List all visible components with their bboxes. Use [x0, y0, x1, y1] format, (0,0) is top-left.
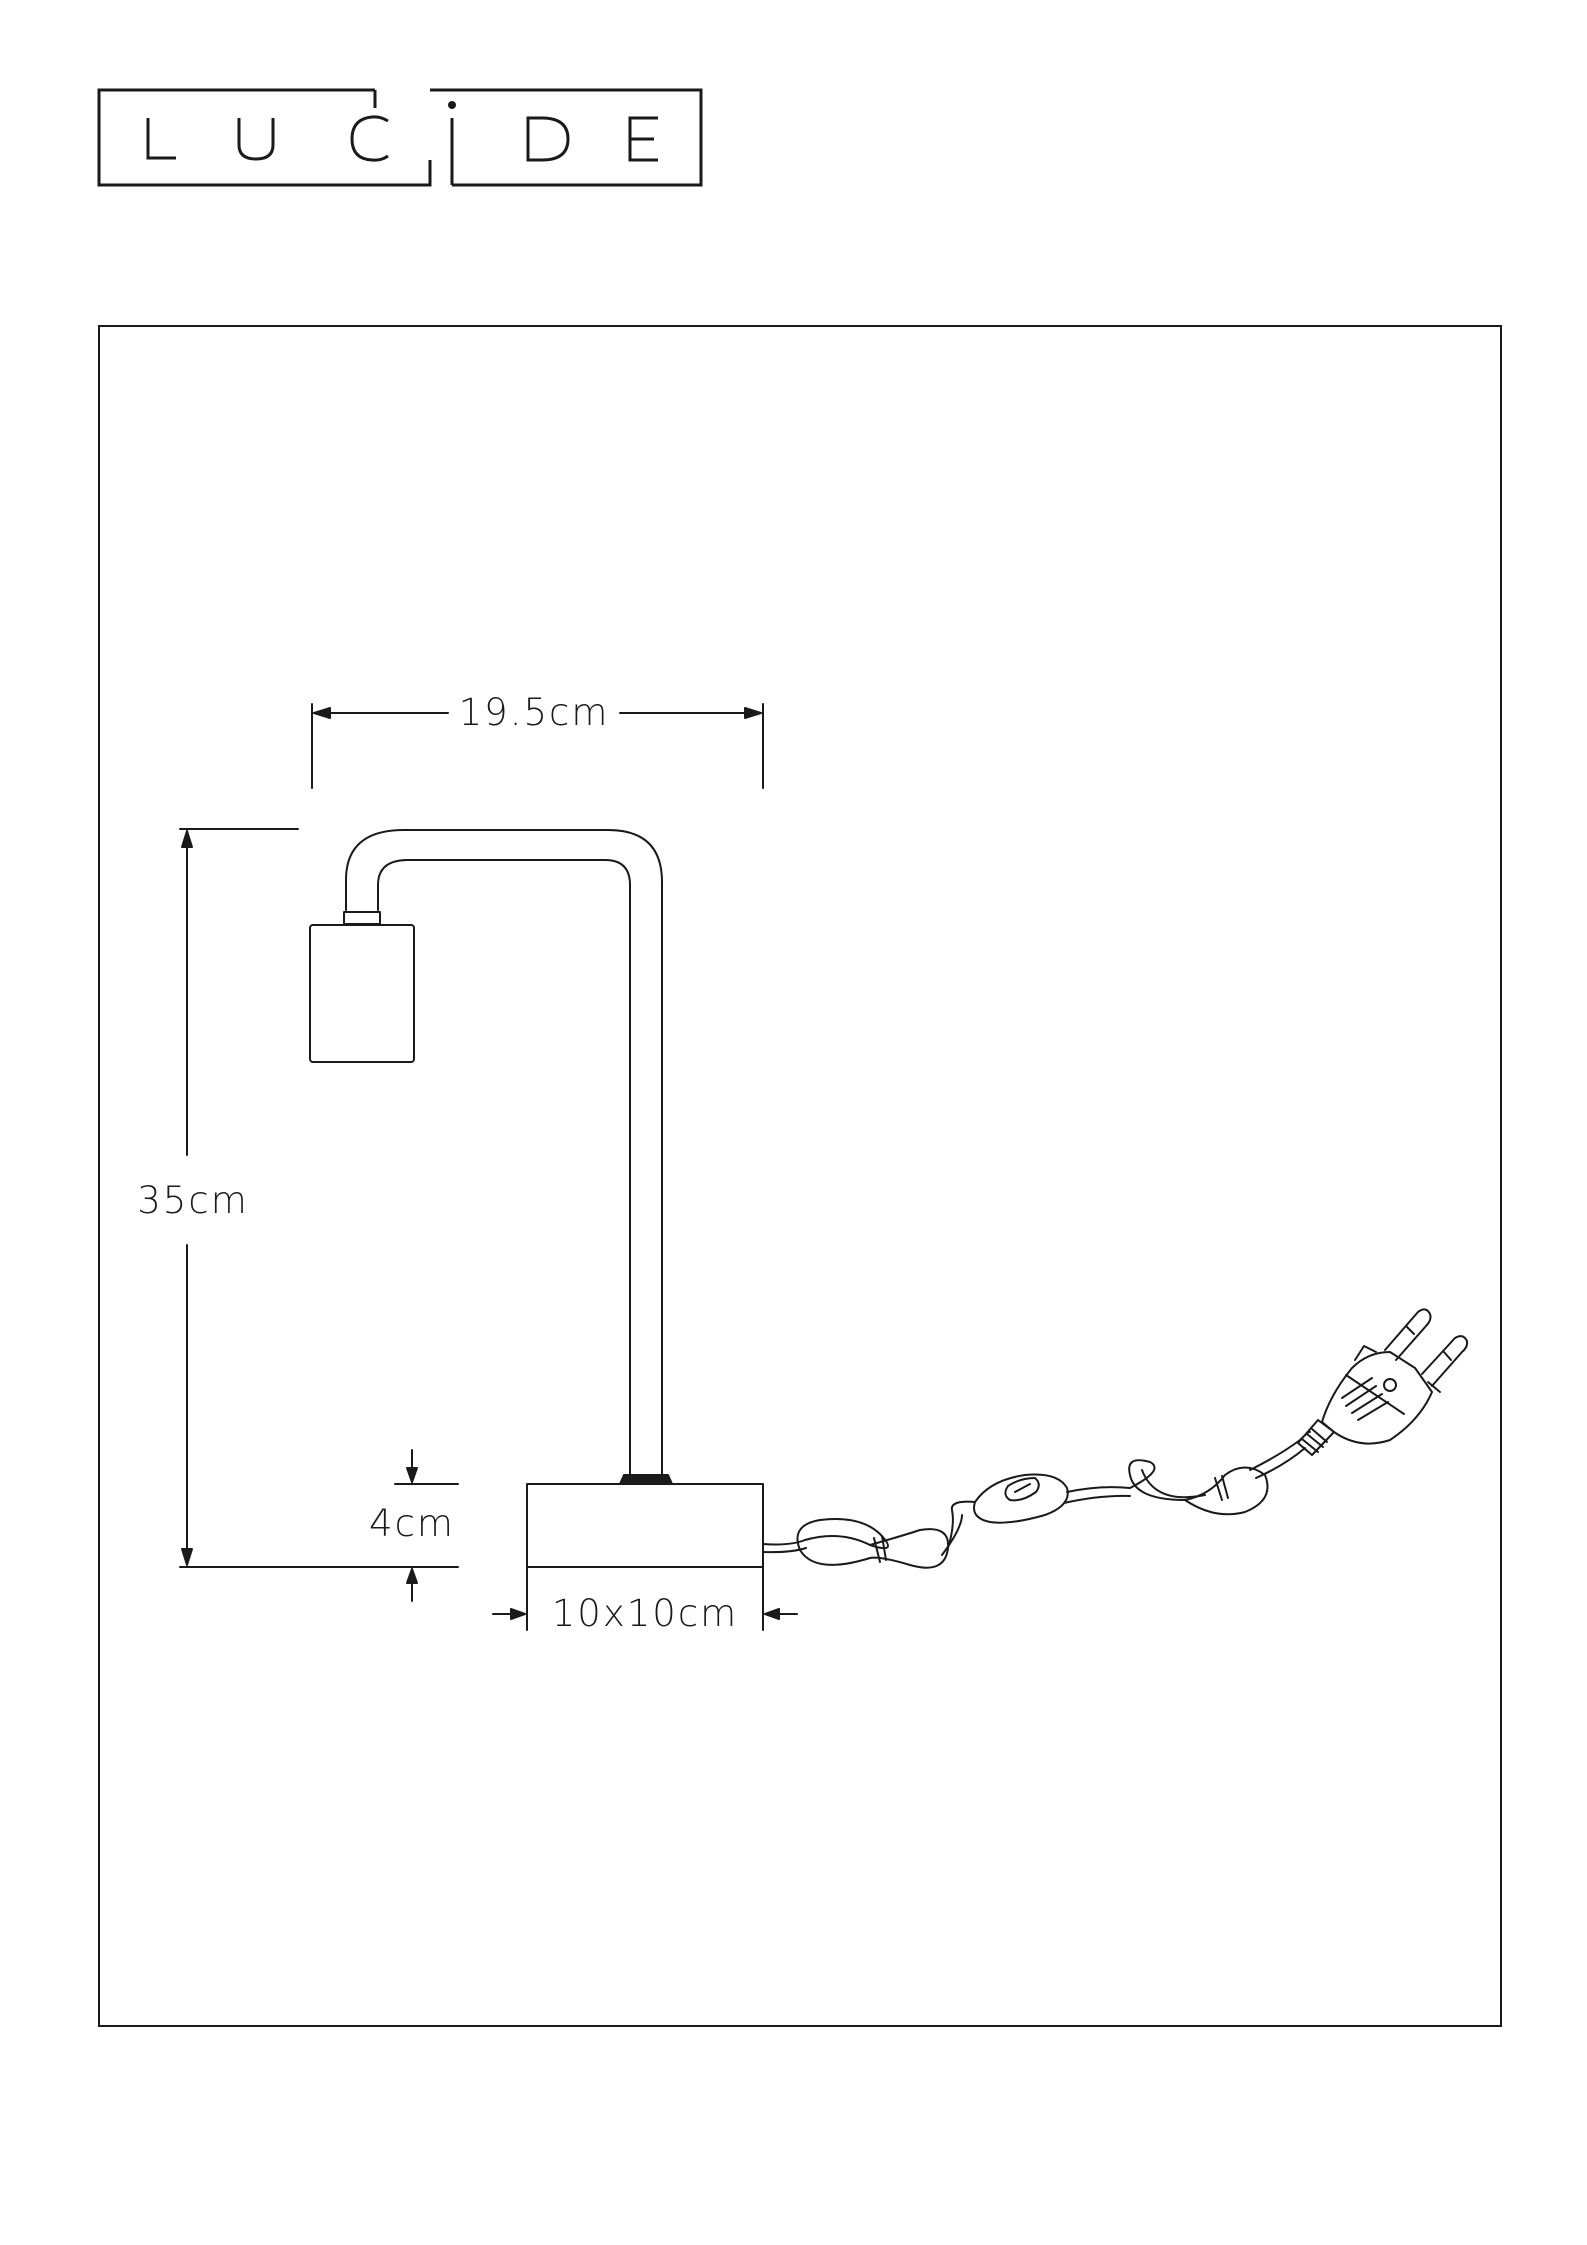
lamp-arm — [346, 830, 662, 1475]
dimension-base-height-label: 4cm — [369, 1502, 455, 1545]
power-plug — [1298, 1309, 1467, 1455]
drawing-frame — [99, 326, 1501, 2026]
dimension-width-label: 19.5cm — [459, 691, 610, 734]
lamp-stem-foot — [620, 1475, 672, 1484]
brand-logo — [99, 90, 701, 185]
dimension-lines — [180, 704, 797, 1630]
logo-letter-c — [352, 117, 388, 160]
cable-switch — [974, 1475, 1068, 1523]
lamp-socket-collar — [344, 912, 380, 924]
logo-letter-l — [148, 118, 176, 158]
dimension-height-label: 35cm — [137, 1179, 248, 1222]
lamp-head — [310, 925, 414, 1062]
lamp-base — [527, 1484, 763, 1567]
logo-letter-i-dot — [448, 101, 456, 109]
logo-letter-u — [239, 118, 273, 159]
lamp-cable — [763, 1309, 1467, 1567]
logo-letter-e — [630, 118, 658, 160]
lamp-illustration — [310, 830, 763, 1567]
dimension-base-size-label: 10x10cm — [552, 1592, 738, 1635]
plug-pin-right — [1422, 1336, 1467, 1386]
logo-letter-d — [528, 118, 568, 160]
